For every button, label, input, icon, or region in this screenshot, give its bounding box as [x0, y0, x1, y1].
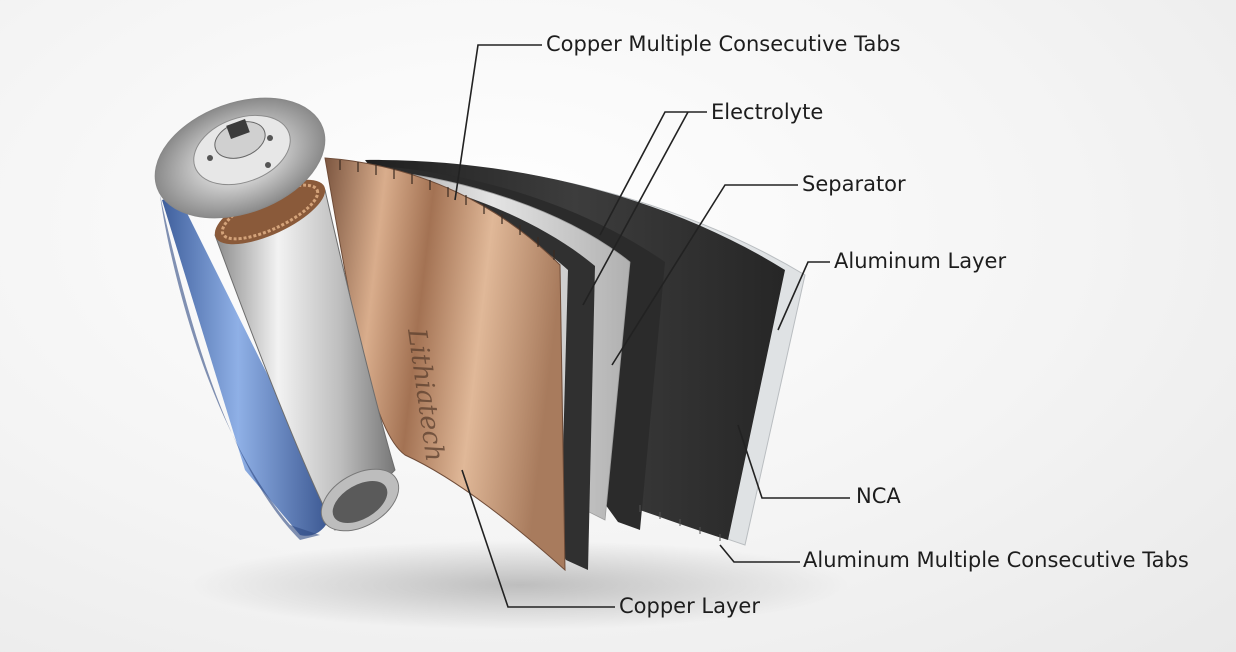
copper-tab-ring	[214, 179, 326, 245]
aluminum-tabs	[639, 505, 721, 541]
copper-tabs	[339, 160, 555, 260]
label-aluminum-tabs: Aluminum Multiple Consecutive Tabs	[803, 548, 1189, 572]
label-nca: NCA	[856, 484, 901, 508]
floor-shadow	[190, 540, 850, 630]
label-copper-layer: Copper Layer	[619, 594, 760, 618]
cell-can	[162, 195, 331, 536]
label-electrolyte: Electrolyte	[711, 100, 824, 124]
label-aluminum-layer: Aluminum Layer	[834, 249, 1007, 273]
label-copper-tabs: Copper Multiple Consecutive Tabs	[546, 32, 901, 56]
label-separator: Separator	[802, 172, 906, 196]
leader-lines	[454, 44, 850, 608]
